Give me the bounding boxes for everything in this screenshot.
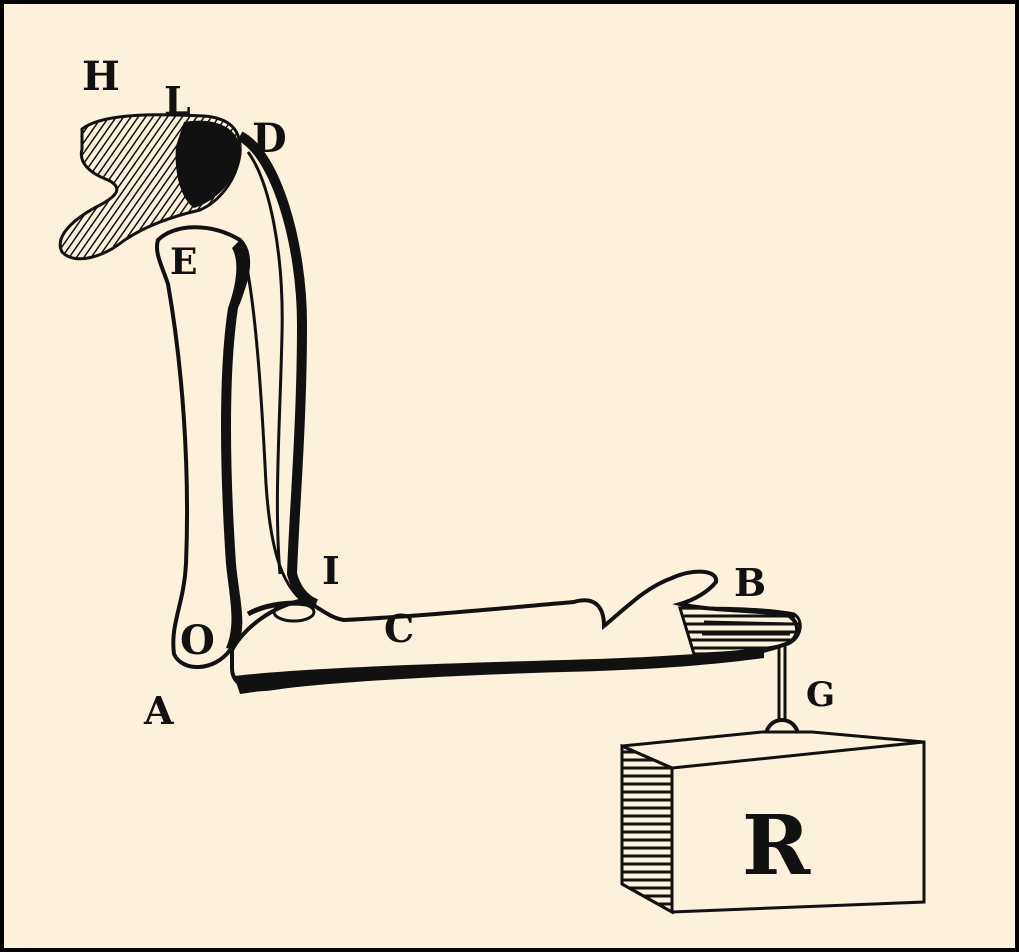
label-i: I: [322, 548, 340, 593]
label-g: G: [806, 675, 835, 715]
label-h: H: [82, 53, 120, 100]
label-l: L: [164, 78, 191, 123]
label-o: O: [180, 617, 215, 664]
label-b: B: [734, 560, 766, 605]
label-e: E: [170, 241, 197, 283]
humerus-bone: [157, 227, 248, 667]
label-a: A: [143, 688, 174, 733]
biceps-muscle: [240, 136, 316, 604]
label-r: R: [742, 798, 811, 894]
arm-lever-engraving: H L D E I C B O A G R: [4, 4, 1015, 948]
label-c: C: [384, 606, 414, 651]
label-d: D: [252, 115, 287, 162]
